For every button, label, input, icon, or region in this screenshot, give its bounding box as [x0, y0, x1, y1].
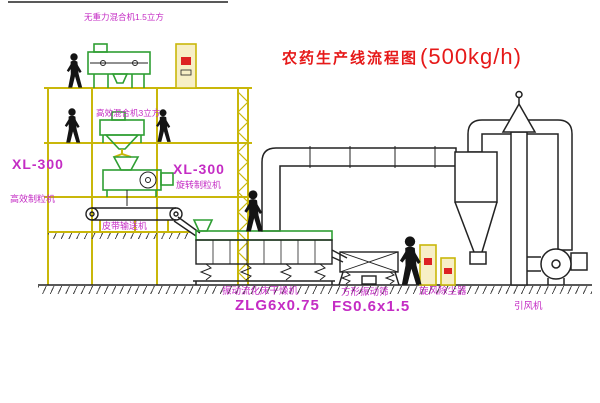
diagram-title-capacity: (500kg/h) — [420, 44, 522, 69]
control-cabinet-top — [175, 43, 197, 89]
control-cabinet-1 — [419, 244, 437, 286]
induced-draft-fan — [527, 248, 588, 285]
square-vibrating-sieve — [331, 249, 400, 286]
mezzanine-hatch — [48, 233, 190, 239]
person-figure — [399, 236, 422, 285]
label-no-gravity-mixer: 无重力混合机1.5立方 — [84, 12, 164, 22]
cyclone-separator — [454, 151, 498, 265]
label-belt-conveyor: 皮带输送机 — [102, 221, 148, 231]
label-fan-name: 引风机 — [514, 301, 543, 312]
label-granulator-mid-name: 旋转制粒机 — [176, 180, 222, 190]
no-gravity-mixer — [87, 43, 151, 88]
exhaust-stack — [501, 90, 537, 286]
fluid-bed-dryer — [192, 219, 335, 285]
label-high-efficiency-mixer: 高效混合机3立方 — [96, 108, 161, 118]
rotary-granulator — [102, 156, 174, 206]
label-granulator-left-model: XL-300 — [12, 156, 64, 172]
label-granulator-mid-model: XL-300 — [173, 161, 225, 177]
control-cabinet-2 — [440, 257, 456, 286]
ground-hatch — [38, 286, 592, 294]
high-efficiency-mixer — [99, 111, 145, 158]
label-sieve-name: 方形振动筛 — [341, 287, 389, 298]
diagram-title: 农药生产线流程图 (500kg/h) — [282, 44, 522, 70]
person-figure — [66, 53, 83, 88]
label-granulator-left-name: 高效制粒机 — [10, 194, 56, 204]
building-frame — [44, 87, 252, 285]
label-dryer-model: ZLG6x0.75 — [235, 297, 320, 314]
cyclone-exhaust-pipe — [467, 119, 573, 251]
label-cyclone-name: 旋风除尘器 — [419, 286, 467, 297]
label-dryer-name: 振动流化床干燥机 — [222, 286, 299, 297]
person-figure — [64, 108, 81, 143]
diagram-title-text: 农药生产线流程图 — [282, 49, 419, 67]
label-sieve-model: FS0.6x1.5 — [332, 298, 411, 315]
dryer-exhaust-duct — [261, 146, 457, 232]
